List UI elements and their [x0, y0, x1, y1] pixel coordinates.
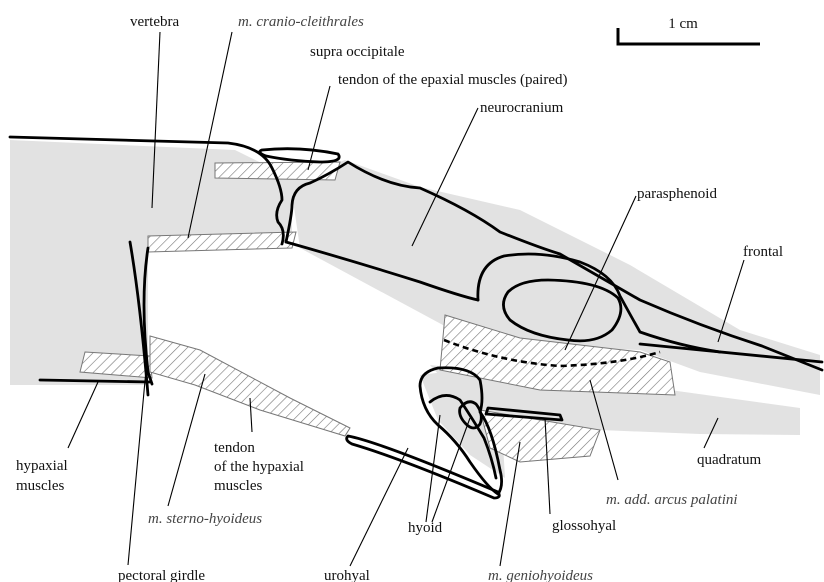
label-tendon-epaxial: tendon of the epaxial muscles (paired): [338, 72, 568, 88]
label-hyoid: hyoid: [408, 520, 443, 536]
label-hypaxial-line-1: hypaxial: [16, 458, 68, 474]
label-vertebra: vertebra: [130, 14, 179, 30]
sterno-hyoideus-muscle: [150, 336, 350, 436]
label-frontal: frontal: [743, 244, 783, 260]
label-hypaxial-line-2: muscles: [16, 478, 64, 494]
scale-bar-label: 1 cm: [668, 16, 698, 32]
leader-hypaxial: [68, 382, 98, 448]
label-neurocranium: neurocranium: [480, 100, 564, 116]
label-glossohyal: glossohyal: [552, 518, 616, 534]
label-tendon-hypaxial-line-1: tendon: [214, 440, 255, 456]
leader-sterno-hyoideus: [168, 374, 205, 506]
scale-bar: 1 cm: [618, 16, 760, 44]
label-tendon-hypaxial-line-3: muscles: [214, 478, 262, 494]
leader-pectoral-girdle: [128, 370, 146, 565]
leader-tendon-epaxial: [308, 86, 330, 170]
label-tendon-hypaxial: tendon of the hypaxial muscles: [214, 440, 308, 494]
label-hypaxial-muscles: hypaxial muscles: [16, 458, 71, 494]
supraoccipital-bone: [260, 149, 339, 162]
label-supra-occipitale: supra occipitale: [310, 44, 405, 60]
label-parasphenoid: parasphenoid: [637, 186, 717, 202]
label-geniohyoideus: m. geniohyoideus: [488, 568, 593, 582]
label-quadratum: quadratum: [697, 452, 761, 468]
ventral-body-outline: [40, 380, 150, 382]
label-urohyal: urohyal: [324, 568, 370, 582]
label-pectoral-girdle: pectoral girdle: [118, 568, 205, 582]
leader-urohyal: [350, 448, 408, 566]
label-tendon-hypaxial-line-2: of the hypaxial: [214, 459, 304, 475]
label-sterno-hyoideus: m. sterno-hyoideus: [148, 511, 262, 527]
label-add-arcus-palatini: m. add. arcus palatini: [606, 492, 738, 508]
label-cranio-cleithrales: m. cranio-cleithrales: [238, 14, 364, 30]
cranio-cleithrales-muscle: [148, 232, 296, 252]
